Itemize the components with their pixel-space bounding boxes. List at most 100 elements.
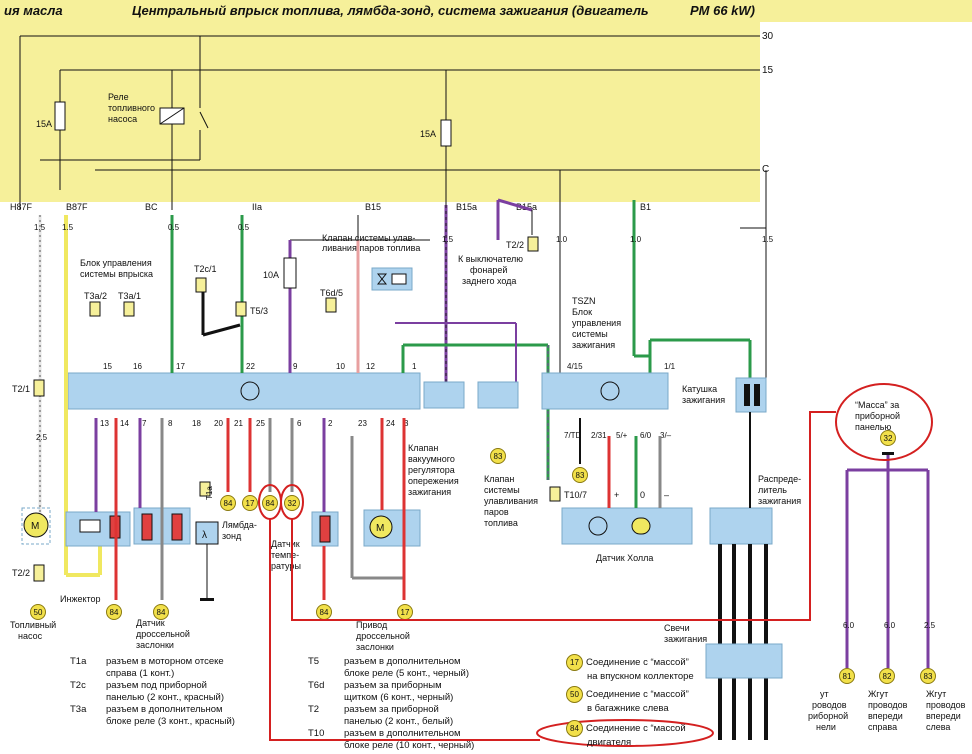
gauge-label: 6.0 [843, 621, 855, 630]
dist-1: Распреде- [758, 474, 801, 484]
conn-t2c1: T2c/1 [194, 264, 217, 274]
ground-num: 83 [576, 471, 585, 480]
ground-num: 82 [883, 672, 892, 681]
pin-label: 13 [100, 419, 109, 428]
ground-icon [220, 495, 236, 511]
harness-81-4: нели [816, 722, 836, 732]
gauge-label: 1.5 [34, 223, 46, 232]
tszn-4: системы [572, 329, 608, 339]
conn-t3a1: T3a/1 [118, 291, 141, 301]
ground-icon [242, 495, 258, 511]
mass-callout-3: панелью [855, 422, 891, 432]
hall-element-icon [631, 517, 651, 535]
ground-icon [879, 668, 895, 684]
connector-icon [527, 236, 539, 252]
evapb-1: Клапан [484, 474, 514, 484]
evap-label-1: Клапан системы улав- [322, 233, 415, 243]
wire-b1: B1 [640, 202, 651, 212]
tszn-1: TSZN [572, 296, 596, 306]
diagram-title-end: PM 66 kW) [690, 3, 756, 18]
vac-5: зажигания [408, 487, 451, 497]
ground-num: 83 [494, 452, 503, 461]
fuse-relay-board [0, 22, 760, 202]
reverse-label-1: К выключателю [458, 254, 523, 264]
gauge-label: 6.0 [884, 621, 896, 630]
ground-num: 81 [843, 672, 852, 681]
tszn-5: зажигания [572, 340, 615, 350]
fuse-label-1: 15A [36, 119, 52, 129]
pin-label: 1 [412, 362, 417, 371]
pin-label: 22 [246, 362, 255, 371]
wire-b15: B15 [365, 202, 381, 212]
gauge-label: 1.5 [762, 235, 774, 244]
connector-icon [89, 301, 101, 317]
rail-c-label: C [762, 164, 769, 175]
ground-num: 83 [924, 672, 933, 681]
ecu-bottom-pins: 13 14 7 8 18 20 21 25 6 2 23 24 3 [100, 419, 409, 428]
ground-icon [490, 448, 506, 464]
conn-t21: T2/1 [12, 384, 30, 394]
plugs-1: Свечи [664, 623, 690, 633]
pin-label: 8 [168, 419, 173, 428]
pin-label: 14 [120, 419, 129, 428]
pin-label: 3/– [660, 431, 672, 440]
ignition-control-box [541, 372, 669, 410]
connector-icon [549, 486, 561, 502]
dist-2: литель [758, 485, 787, 495]
dist-3: зажигания [758, 496, 801, 506]
pin-label: 7 [142, 419, 147, 428]
vac-2: вакуумного [408, 454, 455, 464]
throttle-3: заслонки [136, 640, 174, 650]
pin-label: 20 [214, 419, 223, 428]
lambda-sensor-icon [195, 521, 219, 545]
ecu-label-1: Блок управления [80, 258, 152, 268]
pin-label: 16 [133, 362, 142, 371]
temp-1: Датчик [271, 539, 300, 549]
vac-1: Клапан [408, 443, 438, 453]
pin-label: 2/31 [591, 431, 607, 440]
pump-2: насос [18, 631, 43, 641]
ground-icon [839, 668, 855, 684]
pin-label: 6 [297, 419, 302, 428]
drive-1: Привод [356, 620, 388, 630]
plugs-2: зажигания [664, 634, 707, 644]
pump-1: Топливный [10, 620, 56, 630]
ground-points: 50 84 84 84 17 84 32 84 17 83 83 32 81 [30, 430, 936, 684]
pin-label: 10 [336, 362, 345, 371]
svg-text:M: M [31, 521, 39, 532]
pin-label: 23 [358, 419, 367, 428]
harness-81-1: ут [820, 689, 829, 699]
ground-icon [920, 668, 936, 684]
header-band [0, 0, 972, 22]
temp-3: ратуры [271, 561, 301, 571]
ground-num: 84 [266, 499, 275, 508]
evapb-2: системы [484, 485, 520, 495]
motor-icon [369, 515, 393, 539]
coil-label-1: Катушка [682, 384, 717, 394]
hall-label: Датчик Холла [596, 553, 653, 563]
tszn-2: Блок [572, 307, 592, 317]
pin-label: 3 [404, 419, 409, 428]
harness-83-1: Жгут [926, 689, 946, 699]
ignition-coil-icon [735, 377, 767, 413]
pin-label: 21 [234, 419, 243, 428]
evapb-3: улавливания [484, 496, 538, 506]
pin-label: 1/1 [664, 362, 676, 371]
ground-icon [106, 604, 122, 620]
ground-num: 50 [34, 608, 43, 617]
pin-label: 4/15 [567, 362, 583, 371]
lambda-1: Лямбда- [222, 520, 257, 530]
relay-contact-icon [199, 111, 209, 129]
fuse-icon [283, 257, 297, 289]
ecu-injection-box [67, 372, 421, 410]
ecu-top-pins: 15 16 17 22 9 10 12 1 [103, 362, 417, 371]
harness-83-3: впереди [926, 711, 961, 721]
harness-82-4: справа [868, 722, 897, 732]
lambda-2: зонд [222, 531, 242, 541]
gauge-label: 2.5 [924, 621, 936, 630]
